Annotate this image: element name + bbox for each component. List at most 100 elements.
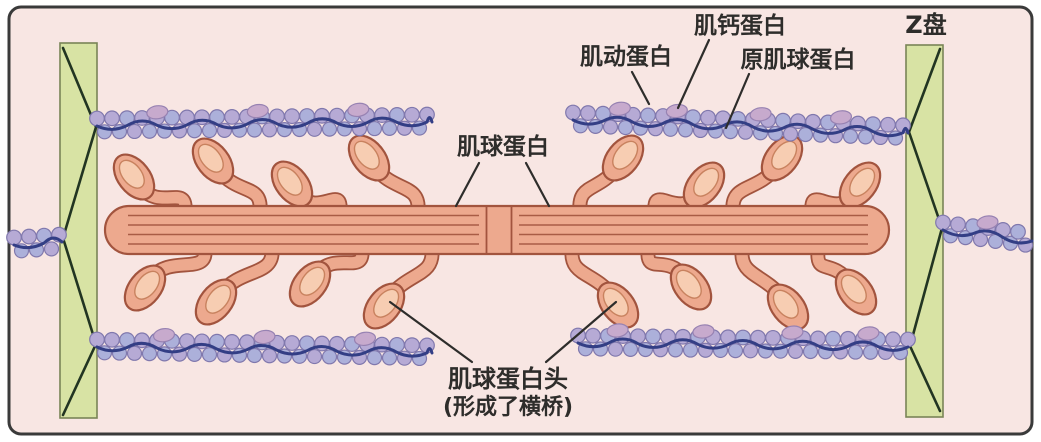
troponin-unit <box>857 326 880 341</box>
troponin-unit <box>976 215 999 230</box>
actin-bead <box>141 123 158 139</box>
myosin-head <box>682 161 726 209</box>
actin-bead <box>602 119 619 135</box>
troponin-unit <box>749 107 772 122</box>
actin-bead <box>261 122 278 138</box>
myosin-head-inner <box>118 159 145 189</box>
actin-bead <box>1010 223 1026 240</box>
actin-bead <box>935 214 951 231</box>
actin-bead <box>201 122 218 139</box>
actin-bead <box>246 347 263 364</box>
actin-bead <box>842 128 859 144</box>
myosin-head <box>669 263 713 311</box>
actin-bead <box>700 109 716 126</box>
myosin-head <box>194 278 238 326</box>
actin-bead <box>580 105 596 121</box>
myosin-head <box>123 264 167 312</box>
actin-bead <box>224 334 240 350</box>
myosin-head-inner <box>840 274 867 304</box>
label-myosin: 肌球蛋白 <box>457 133 549 160</box>
actin-bead <box>585 327 601 344</box>
actin-bead <box>89 110 105 127</box>
actin-bead <box>141 346 158 362</box>
label-actin: 肌动蛋白 <box>580 43 672 70</box>
actin-bead <box>246 122 263 138</box>
actin-bead <box>186 346 203 363</box>
actin-bead <box>682 342 699 358</box>
actin-bead <box>565 104 581 121</box>
myosin-head-inner <box>772 289 799 319</box>
troponin-unit <box>246 103 269 119</box>
labels: 肌动蛋白 肌钙蛋白 原肌球蛋白 Z盘 肌球蛋白 肌球蛋白头 (形成了横桥) <box>443 11 947 420</box>
troponin-unit <box>146 105 169 120</box>
actin-chain <box>565 101 911 146</box>
actin-bead <box>825 330 841 347</box>
tropomyosin-strand <box>941 228 1034 245</box>
troponin-unit <box>152 327 176 343</box>
myosin-head <box>191 137 235 185</box>
myosin-head <box>288 260 332 308</box>
actin-bead <box>900 331 916 348</box>
actin-bead <box>306 348 323 365</box>
myosin-head-inner <box>134 270 161 300</box>
tropomyosin-strand <box>571 115 910 138</box>
myosin-head <box>766 283 810 331</box>
pointer-line-myosin-left <box>454 161 481 208</box>
actin-bead <box>765 329 781 346</box>
actin-bead <box>284 108 300 125</box>
actin-bead <box>617 119 634 136</box>
actin-bead <box>797 126 814 143</box>
tropomyosin-strand <box>576 337 910 352</box>
troponin-unit <box>781 325 804 340</box>
actin-bead <box>885 331 901 348</box>
actin-bead <box>201 347 218 363</box>
actin-bead <box>640 107 656 124</box>
myosin-head-inner <box>771 140 798 170</box>
pointer-line-actin <box>630 70 651 106</box>
actin-bead <box>662 121 679 137</box>
actin-bead <box>321 121 338 137</box>
myosin-head <box>112 153 156 201</box>
troponin-unit <box>692 324 715 339</box>
tropomyosin-strand <box>95 341 434 358</box>
tropomyosin-strand <box>95 116 434 131</box>
pointer-lines <box>388 38 751 364</box>
troponin-unit <box>353 331 377 347</box>
myosin-filament-layer <box>103 134 891 331</box>
pointer-line-tropomyosin <box>724 72 751 130</box>
actin-chain <box>89 327 435 367</box>
myosin-head <box>347 134 391 182</box>
actin-chain <box>6 226 67 259</box>
actin-filament-layer <box>6 101 1034 367</box>
actin-chain <box>935 214 1034 253</box>
tropomyosin-strand <box>12 236 64 250</box>
actin-bead <box>404 106 420 123</box>
actin-bead <box>284 335 300 351</box>
z-disc-right <box>905 44 944 418</box>
actin-bead <box>862 344 879 360</box>
myosin-head-inner <box>693 167 720 197</box>
myosin-head-inner <box>612 140 639 170</box>
actin-bead <box>321 349 338 365</box>
label-myosin-head: 肌球蛋白头 <box>448 365 568 393</box>
actin-bead <box>186 123 203 139</box>
actin-bead <box>880 116 896 133</box>
troponin-unit <box>253 329 276 345</box>
myosin-head-inner <box>299 266 326 296</box>
actin-bead <box>622 341 639 357</box>
myosin-head <box>270 160 314 208</box>
actin-bead <box>381 120 398 136</box>
actin-chain <box>89 102 435 140</box>
actin-bead <box>847 344 864 360</box>
actin-bead <box>737 124 754 140</box>
myosin-backbone <box>103 204 891 256</box>
myosin-head <box>834 268 878 316</box>
actin-bead <box>742 343 759 359</box>
myosin-head <box>760 134 804 182</box>
actin-chain <box>570 323 916 361</box>
label-z-disc: Z盘 <box>905 11 946 39</box>
actin-bead <box>857 129 874 145</box>
actin-bead <box>366 120 383 137</box>
